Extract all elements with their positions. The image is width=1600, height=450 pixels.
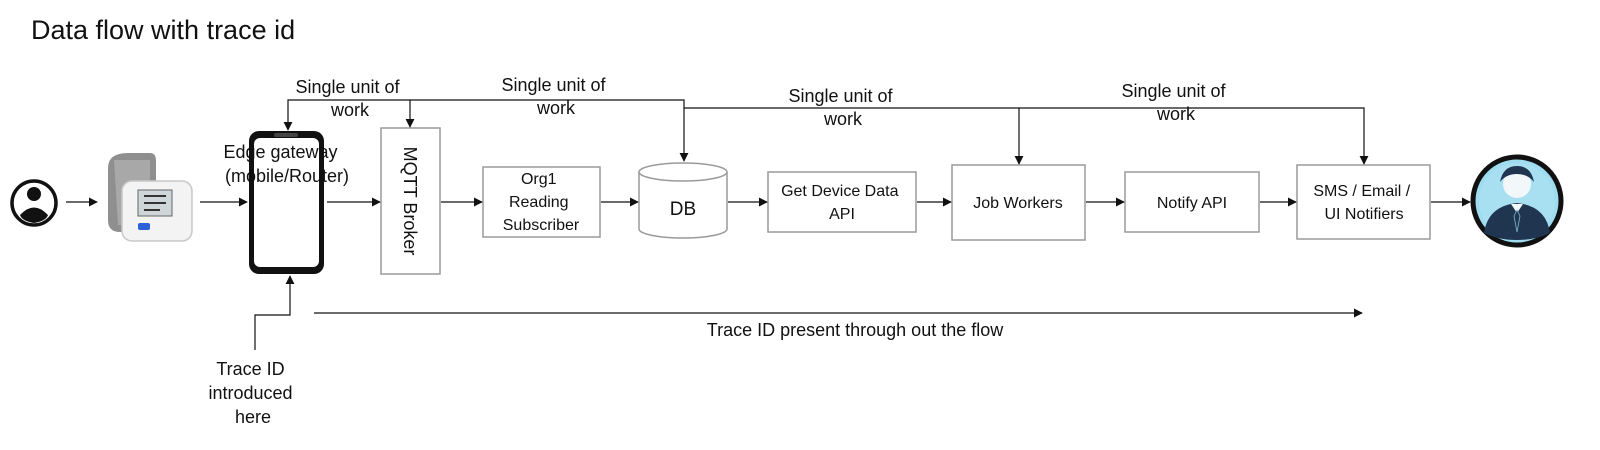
notify-api-node	[1124, 171, 1260, 233]
reading-subscriber-node	[482, 166, 601, 238]
smartphone-icon	[249, 131, 324, 274]
reading-subscriber-label: Org1 Reading Subscriber	[503, 171, 580, 234]
notify-api-label: Notify API	[1157, 195, 1227, 212]
unit-of-work-label-2: Single unit of work	[501, 75, 610, 118]
unit-of-work-brackets	[283, 99, 1369, 165]
job-workers-label: Job Workers	[973, 195, 1063, 212]
person-icon	[10, 179, 58, 227]
get-device-data-api-label: Get Device Data API	[781, 183, 903, 223]
trace-flow-label: Trace ID present through out the flow	[707, 320, 1004, 340]
job-workers-node	[951, 164, 1086, 241]
bracket-gateway-mqtt	[283, 99, 415, 131]
db-node	[638, 162, 728, 239]
mqtt-broker-node	[380, 127, 441, 275]
trace-intro-label: Trace ID introduced here	[208, 359, 297, 427]
mqtt-broker-label: MQTT Broker	[400, 147, 420, 256]
unit-of-work-label-3: Single unit of work	[788, 86, 897, 129]
trace-intro-arrow	[254, 275, 295, 350]
blood-pressure-monitor-icon	[108, 153, 193, 242]
get-device-data-api-node	[767, 171, 917, 233]
unit-of-work-label-1: Single unit of work	[295, 77, 404, 120]
db-label: DB	[670, 199, 696, 220]
unit-of-work-label-4: Single unit of work	[1121, 81, 1230, 124]
notifiers-label: SMS / Email / UI Notifiers	[1313, 183, 1414, 223]
diagram-title: Data flow with trace id	[31, 15, 295, 45]
businessman-avatar-icon	[1470, 154, 1564, 248]
edge-gateway-label: Edge gateway (mobile/Router)	[223, 142, 349, 186]
notifiers-node	[1296, 164, 1431, 240]
bracket-mqtt-db	[410, 99, 689, 162]
bracket-db-notifiers	[684, 107, 1369, 165]
